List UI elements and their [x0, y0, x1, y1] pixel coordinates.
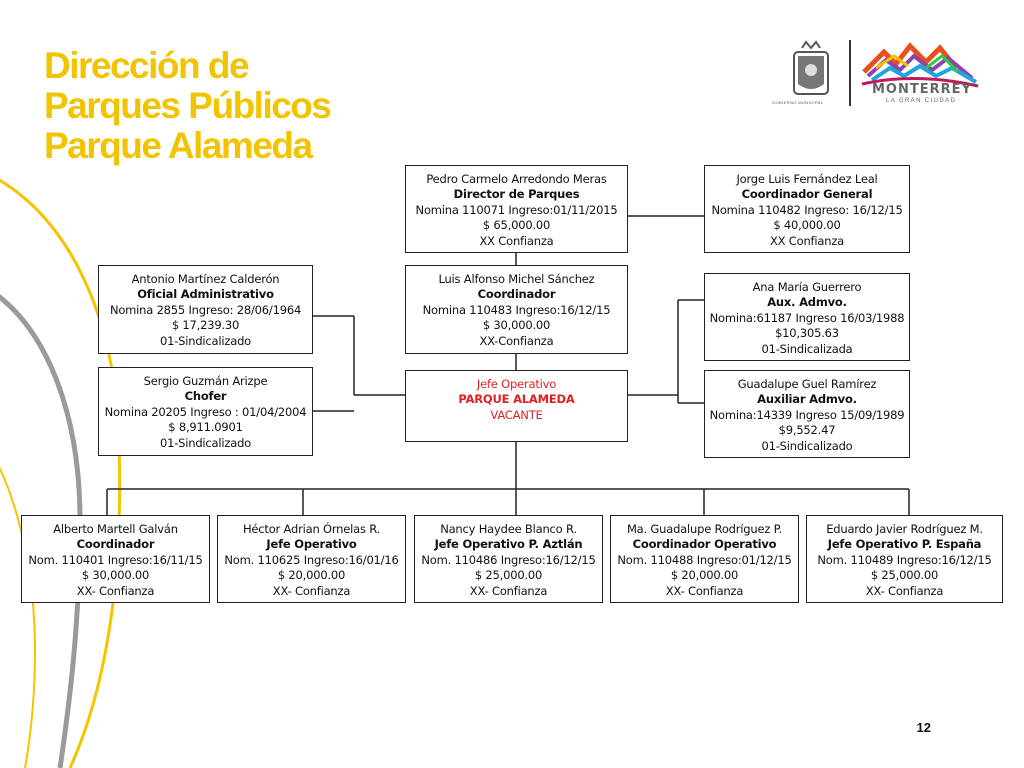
node-name: Ana María Guerrero — [752, 280, 862, 294]
node-role: Aux. Admvo. — [767, 295, 847, 310]
node-status: XX Confianza — [479, 233, 554, 248]
node-nomina: Nom. 110486 Ingreso:16/12/15 — [421, 552, 596, 567]
page-title: Dirección de Parques Públicos Parque Ala… — [44, 45, 332, 166]
city-name: MONTERREY — [872, 82, 972, 97]
org-node-bottom-4: Ma. Guadalupe Rodríguez P. Coordinador O… — [610, 515, 799, 603]
node-name: Antonio Martínez Calderón — [131, 272, 280, 286]
node-nomina: Nom. 110489 Ingreso:16/12/15 — [817, 552, 992, 567]
node-salary: $ 65,000.00 — [482, 218, 551, 233]
org-node-chofer: Sergio Guzmán Arizpe Chofer Nomina 20205… — [98, 367, 313, 456]
node-nomina: Nomina 2855 Ingreso: 28/06/1964 — [109, 302, 302, 317]
node-name: Luis Alfonso Michel Sánchez — [438, 272, 595, 286]
node-role: Jefe Operativo P. España — [827, 537, 982, 552]
node-name: Pedro Carmelo Arredondo Meras — [426, 172, 607, 186]
node-name: Nancy Haydee Blanco R. — [440, 522, 577, 536]
node-name: Guadalupe Guel Ramírez — [737, 377, 877, 391]
node-salary: $ 20,000.00 — [670, 568, 739, 583]
node-salary: $ 40,000.00 — [773, 218, 841, 233]
org-node-bottom-5: Eduardo Javier Rodríguez M. Jefe Operati… — [806, 515, 1003, 603]
node-role: PARQUE ALAMEDA — [458, 392, 575, 407]
node-name: Jefe Operativo — [476, 377, 557, 391]
node-salary: $ 25,000.00 — [870, 568, 939, 583]
org-node-director: Pedro Carmelo Arredondo Meras Director d… — [405, 165, 628, 253]
node-status: XX- Confianza — [76, 583, 155, 598]
node-status: XX- Confianza — [865, 583, 944, 598]
node-salary: $ 30,000.00 — [482, 318, 551, 333]
node-nomina: Nom. 110401 Ingreso:16/11/15 — [28, 552, 203, 567]
node-nomina: Nomina:14339 Ingreso 15/09/1989 — [709, 407, 905, 422]
node-status: XX- Confianza — [272, 583, 351, 598]
node-role: Coordinador — [76, 537, 155, 552]
org-node-coordinador: Luis Alfonso Michel Sánchez Coordinador … — [405, 265, 628, 354]
node-nomina: Nomina 110483 Ingreso:16/12/15 — [422, 302, 611, 317]
title-line-1: Dirección de — [44, 45, 250, 86]
title-line-3: Parque Alameda — [44, 125, 313, 166]
node-nomina: Nomina:61187 Ingreso 16/03/1988 — [709, 310, 905, 325]
node-status: XX- Confianza — [665, 583, 744, 598]
node-salary: $ 25,000.00 — [474, 568, 543, 583]
node-salary: $ 8,911.0901 — [168, 420, 243, 435]
org-node-coordinador-general: Jorge Luis Fernández Leal Coordinador Ge… — [704, 165, 910, 253]
seal-label: GOBIERNO MUNICIPAL — [772, 100, 824, 105]
monterrey-logo — [793, 40, 979, 106]
node-role: Coordinador General — [741, 187, 873, 202]
node-role: Auxiliar Admvo. — [757, 392, 857, 407]
org-node-auxiliar-admvo: Guadalupe Guel Ramírez Auxiliar Admvo. N… — [704, 370, 910, 458]
monterrey-mountains-icon — [861, 42, 979, 88]
node-status: XX-Confianza — [479, 333, 554, 348]
node-status: VACANTE — [490, 407, 543, 422]
node-role: Jefe Operativo — [266, 537, 357, 552]
org-node-oficial-administrativo: Antonio Martínez Calderón Oficial Admini… — [98, 265, 313, 354]
node-nomina: Nomina 110071 Ingreso:01/11/2015 — [415, 202, 618, 217]
node-nomina: Nom. 110625 Ingreso:16/01/16 — [224, 552, 399, 567]
node-role: Director de Parques — [453, 187, 580, 202]
node-name: Eduardo Javier Rodríguez M. — [826, 522, 983, 536]
city-seal-icon — [793, 40, 829, 95]
node-status: 01-Sindicalizado — [761, 438, 853, 453]
node-status: 01-Sindicalizada — [761, 341, 853, 356]
org-node-jefe-operativo-vacante: Jefe Operativo PARQUE ALAMEDA VACANTE — [405, 370, 628, 442]
node-role: Oficial Administrativo — [137, 287, 274, 302]
org-node-aux-admvo: Ana María Guerrero Aux. Admvo. Nomina:61… — [704, 273, 910, 361]
node-nomina: Nomina 20205 Ingreso : 01/04/2004 — [104, 404, 307, 419]
node-role: Coordinador — [477, 287, 556, 302]
node-status: 01-Sindicalizado — [159, 333, 252, 348]
node-salary: $10,305.63 — [775, 326, 839, 341]
node-name: Héctor Adrian Órnelas R. — [242, 522, 381, 536]
node-name: Alberto Martell Galván — [53, 522, 178, 536]
node-nomina: Nomina 110482 Ingreso: 16/12/15 — [711, 202, 903, 217]
node-role: Chofer — [184, 389, 227, 404]
node-name: Sergio Guzmán Arizpe — [143, 374, 268, 388]
org-node-bottom-2: Héctor Adrian Órnelas R. Jefe Operativo … — [217, 515, 406, 603]
node-status: XX Confianza — [769, 233, 845, 248]
node-salary: $9,552.47 — [778, 423, 836, 438]
node-status: XX- Confianza — [469, 583, 548, 598]
node-name: Ma. Guadalupe Rodríguez P. — [626, 522, 783, 536]
city-tagline: LA GRAN CIUDAD — [886, 98, 957, 104]
org-node-bottom-1: Alberto Martell Galván Coordinador Nom. … — [21, 515, 210, 603]
title-line-2: Parques Públicos — [44, 85, 332, 126]
node-role: Jefe Operativo P. Aztlán — [434, 537, 583, 552]
node-salary: $ 20,000.00 — [277, 568, 346, 583]
node-salary: $ 17,239.30 — [171, 318, 240, 333]
node-status: 01-Sindicalizado — [159, 435, 252, 450]
org-node-bottom-3: Nancy Haydee Blanco R. Jefe Operativo P.… — [414, 515, 603, 603]
page-number: 12 — [916, 720, 931, 735]
node-role: Coordinador Operativo — [632, 537, 777, 552]
node-name: Jorge Luis Fernández Leal — [736, 172, 878, 186]
node-salary: $ 30,000.00 — [81, 568, 150, 583]
node-nomina: Nom. 110488 Ingreso:01/12/15 — [617, 552, 792, 567]
